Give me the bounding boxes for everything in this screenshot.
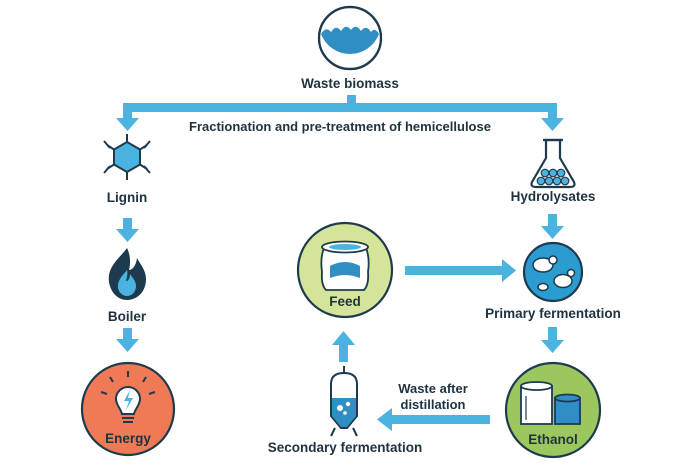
energy-label: Energy (105, 431, 151, 446)
feed-label: Feed (329, 294, 361, 309)
arrow-hydrolysates-to-fermentation (541, 226, 564, 239)
fermenter-tank-icon (330, 366, 358, 437)
flask-icon (530, 138, 576, 189)
waste-after-distillation-line2: distillation (401, 397, 466, 412)
energy-lightbulb-icon (80, 361, 176, 457)
arrow-lignin-to-boiler (116, 229, 139, 242)
arrow-secondary-to-feed (332, 331, 355, 345)
waste-biomass-label: Waste biomass (301, 76, 399, 91)
ethanol-label: Ethanol (528, 432, 578, 447)
flame-icon (108, 248, 146, 300)
arrow-boiler-to-energy (116, 339, 139, 352)
arrow-fermentation-to-ethanol (541, 340, 564, 353)
arrow-ethanol-to-secondary (377, 408, 392, 431)
yeast-fermentation-icon (522, 241, 584, 303)
waste-after-distillation-line1: Waste after (398, 381, 468, 396)
ethanol-tanks-icon (504, 361, 602, 459)
fractionation-label: Fractionation and pre-treatment of hemic… (189, 119, 491, 134)
arrow-to-lignin (116, 118, 139, 131)
lignin-molecule-icon (103, 134, 151, 180)
arrow-feed-to-fermentation (502, 259, 516, 282)
feed-sack-icon (296, 221, 394, 319)
top-branch-bar (123, 103, 557, 112)
lignin-label: Lignin (107, 190, 148, 205)
flow-arrows (116, 95, 564, 431)
boiler-label: Boiler (108, 309, 147, 324)
waste-biomass-icon (317, 5, 383, 71)
secondary-fermentation-label: Secondary fermentation (268, 440, 423, 455)
arrow-to-hydrolysates (541, 118, 564, 131)
hydrolysates-label: Hydrolysates (511, 189, 596, 204)
primary-fermentation-label: Primary fermentation (485, 306, 621, 321)
biomass-stem (347, 95, 356, 107)
